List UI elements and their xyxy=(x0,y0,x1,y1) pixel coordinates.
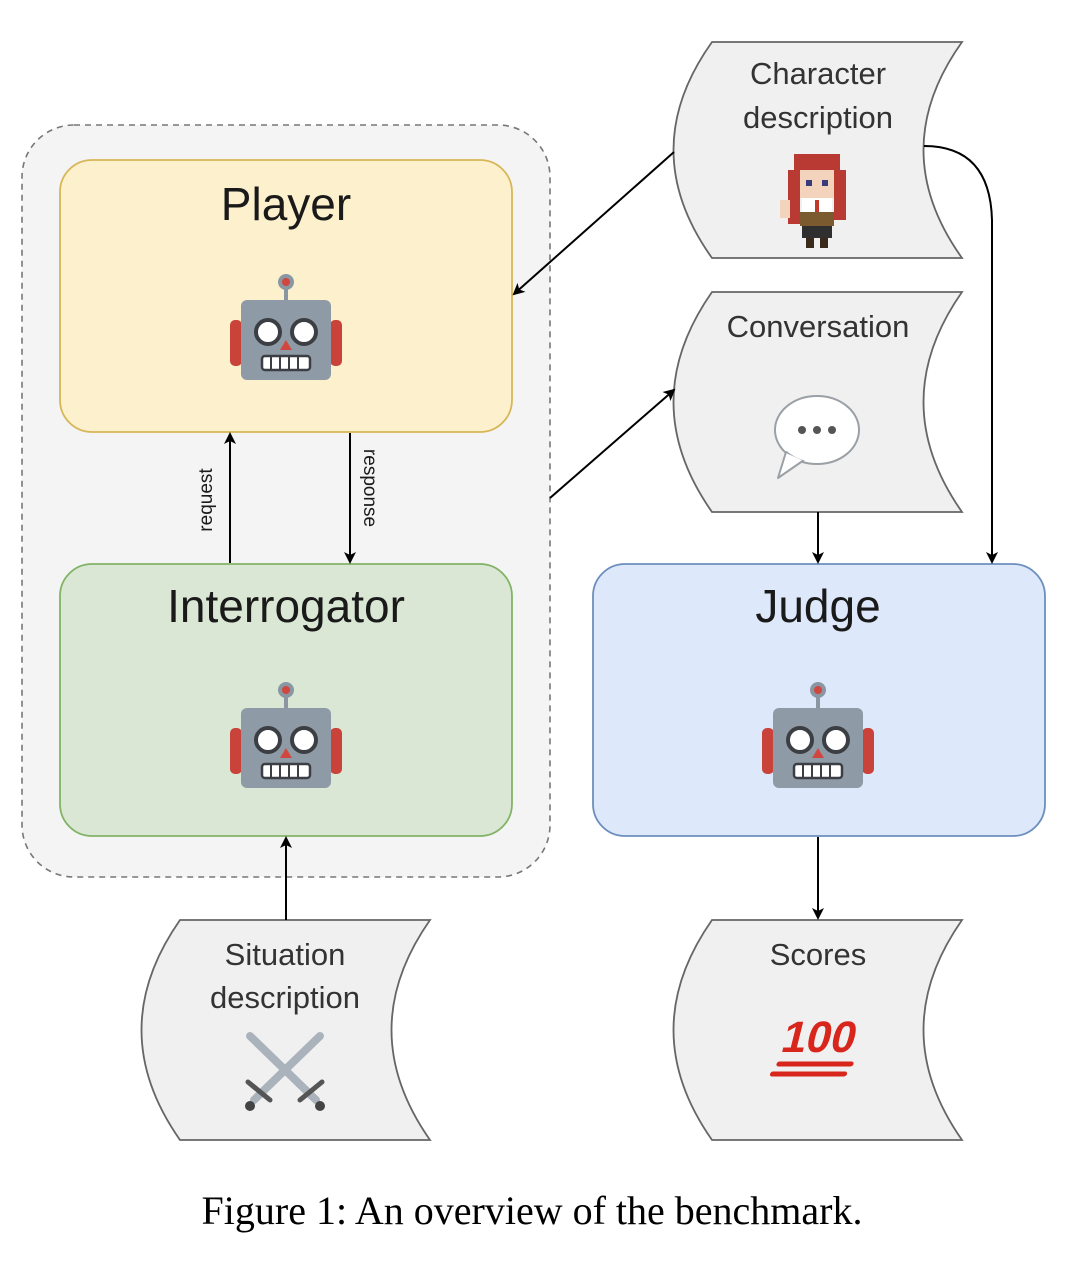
scores-doc: Scores 100 xyxy=(672,919,964,1141)
scores-label: Scores xyxy=(770,937,866,972)
response-label: response xyxy=(359,449,380,527)
hundred-points-icon: 100 xyxy=(769,1014,862,1077)
svg-text:100: 100 xyxy=(777,1014,862,1062)
player-node: Player xyxy=(59,159,513,433)
interrogator-node: Interrogator xyxy=(59,563,513,837)
figure-caption: Figure 1: An overview of the benchmark. xyxy=(202,1188,863,1233)
interrogator-label: Interrogator xyxy=(167,580,405,632)
character-to-player-arrow xyxy=(512,151,675,296)
character-to-judge-arrow xyxy=(923,145,998,564)
request-label: request xyxy=(196,468,217,532)
crossed-swords-icon xyxy=(245,1032,325,1111)
situation-label-line1: Situation xyxy=(225,937,346,972)
character-label-line1: Character xyxy=(750,56,886,91)
situation-description-doc: Situation description xyxy=(140,919,432,1141)
judge-label: Judge xyxy=(755,580,880,632)
judge-node: Judge xyxy=(592,563,1046,837)
situation-label-line2: description xyxy=(210,980,360,1015)
conversation-label: Conversation xyxy=(727,309,910,344)
player-label: Player xyxy=(221,178,351,230)
character-label-line2: description xyxy=(743,100,893,135)
edges xyxy=(224,145,998,920)
group-to-conversation-arrow xyxy=(549,388,676,499)
anime-character-icon xyxy=(780,154,846,248)
speech-bubble-icon xyxy=(774,395,860,479)
conversation-doc: Conversation xyxy=(672,291,964,513)
character-description-doc: Character description xyxy=(672,41,964,259)
